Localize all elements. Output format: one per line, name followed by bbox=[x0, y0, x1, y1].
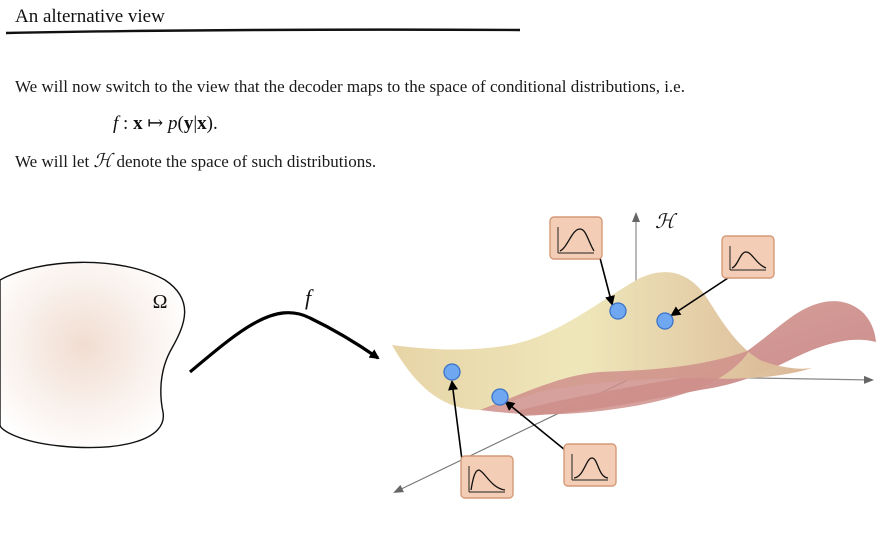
point-top bbox=[609, 302, 627, 320]
eq-x2: x bbox=[197, 113, 207, 134]
paragraph-space: We will let ℋ denote the space of such d… bbox=[15, 150, 376, 172]
surface-back bbox=[520, 301, 876, 416]
paragraph-intro: We will now switch to the view that the … bbox=[15, 77, 685, 96]
eq-bar: | bbox=[193, 113, 198, 134]
pointer-top bbox=[599, 257, 615, 306]
space-label: ℋ bbox=[655, 211, 678, 233]
surface-fold bbox=[480, 350, 750, 415]
distribution-icon-right bbox=[721, 235, 775, 279]
eq-open: ( bbox=[177, 113, 184, 134]
space-symbol: ℋ bbox=[93, 150, 113, 172]
distribution-icon-top bbox=[549, 216, 603, 260]
pointer-bottom-center bbox=[504, 400, 566, 451]
domain-label: Ω bbox=[153, 291, 168, 313]
point-right bbox=[656, 312, 674, 330]
pointer-bottom-left bbox=[448, 380, 463, 461]
eq-x: x bbox=[133, 113, 143, 134]
paragraph-space-before: We will let bbox=[15, 152, 94, 171]
eq-mapsto: ↦ bbox=[142, 113, 168, 134]
title-underline bbox=[5, 28, 521, 35]
paragraph-space-after: denote the space of such distributions. bbox=[112, 152, 377, 171]
distribution-icon-bottom-left bbox=[460, 455, 514, 499]
eq-y: y bbox=[183, 113, 194, 134]
slide-title: An alternative view bbox=[15, 6, 165, 27]
map-label: f bbox=[305, 285, 314, 310]
pointer-right bbox=[670, 277, 729, 317]
eq-close: ). bbox=[206, 113, 218, 134]
eq-p: p bbox=[167, 113, 178, 134]
eq-colon: : bbox=[118, 113, 134, 134]
equation: f : x ↦ p(y|x). bbox=[113, 112, 218, 135]
map-arrow bbox=[188, 311, 380, 374]
point-center bbox=[491, 388, 509, 406]
distribution-icon-bottom-center bbox=[563, 443, 617, 487]
eq-f: f bbox=[113, 113, 119, 134]
point-left bbox=[443, 363, 461, 381]
domain-region bbox=[0, 261, 186, 449]
